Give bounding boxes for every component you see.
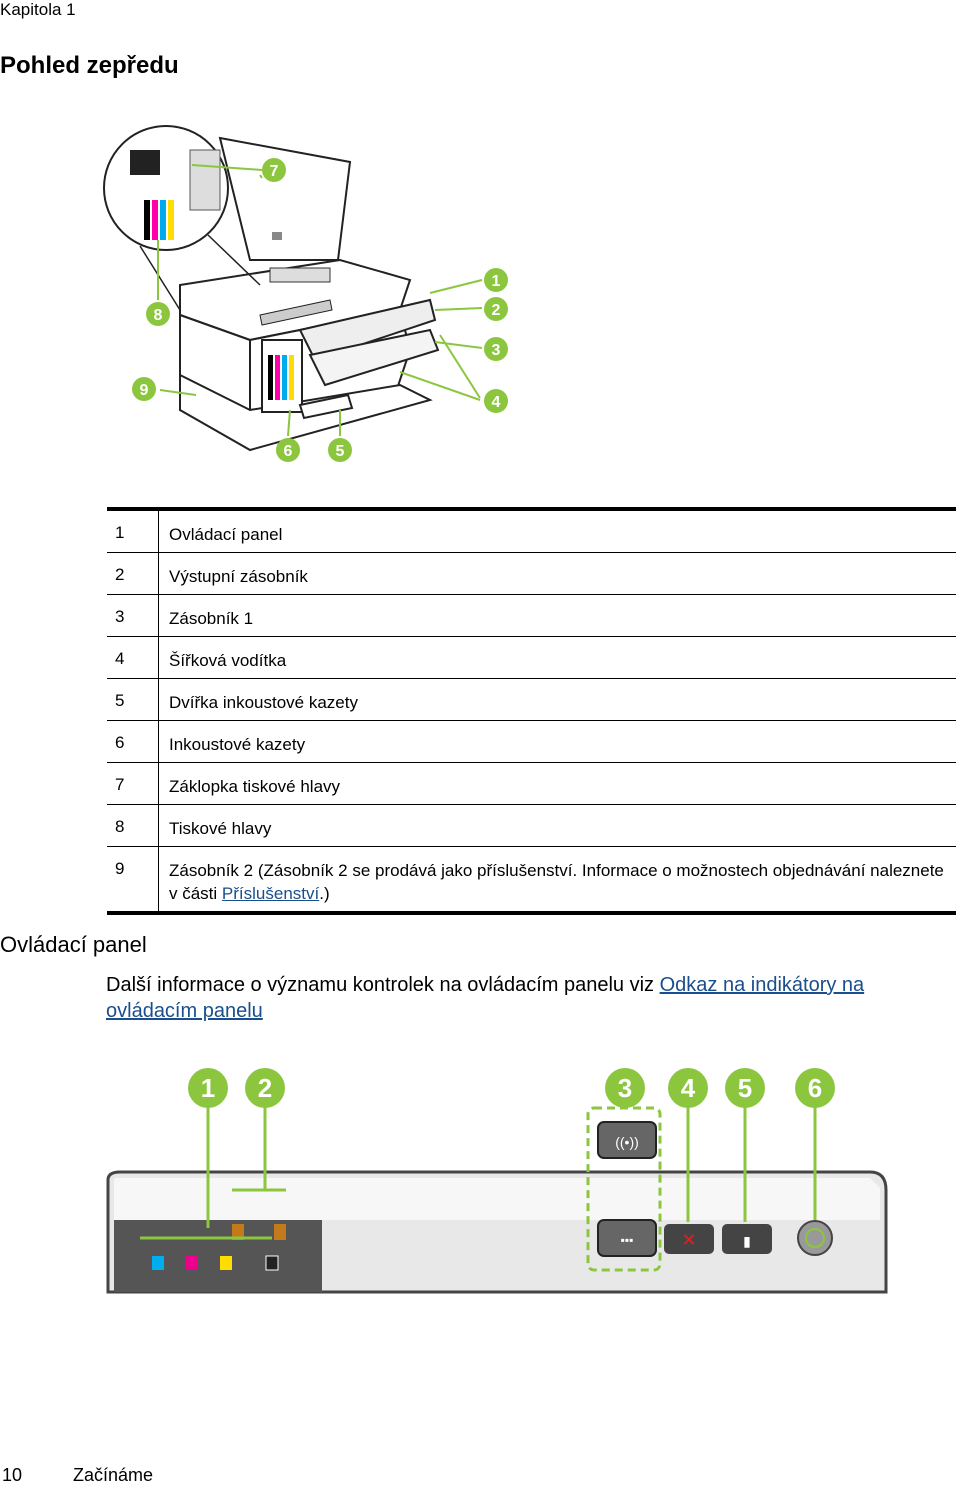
- page-number: 10: [2, 1465, 23, 1485]
- table-row: 1 Ovládací panel: [107, 511, 956, 553]
- part-number: 9: [107, 847, 159, 911]
- part-number: 7: [107, 763, 159, 804]
- front-callout-9: 9: [140, 382, 149, 399]
- part-number: 8: [107, 805, 159, 846]
- part-label: Zásobník 1: [169, 609, 254, 628]
- front-view-heading: Pohled zepředu: [0, 52, 179, 79]
- part-label-suffix: .): [319, 884, 330, 903]
- control-panel-illustration: ((•)) ▪▪▪ ✕ ▮ 1 2 3 4 5 6: [106, 1068, 888, 1294]
- printer-front-illustration: 7 1 2 3 4 5 6 8 9: [103, 125, 508, 462]
- part-number: 4: [107, 637, 159, 678]
- table-row: 7 Záklopka tiskové hlavy: [107, 763, 956, 805]
- panel-callout-5: 5: [738, 1073, 752, 1103]
- part-number: 3: [107, 595, 159, 636]
- part-label: Šířková vodítka: [169, 651, 287, 670]
- front-callout-2: 2: [492, 302, 501, 319]
- part-label: Záklopka tiskové hlavy: [169, 777, 341, 796]
- front-callout-7: 7: [270, 163, 279, 180]
- ink-status-icons: [152, 1224, 286, 1271]
- part-number: 1: [107, 511, 159, 552]
- part-label: Ovládací panel: [169, 525, 283, 544]
- control-panel-heading: Ovládací panel: [0, 932, 147, 957]
- table-row: 5 Dvířka inkoustové kazety: [107, 679, 956, 721]
- table-row: 8 Tiskové hlavy: [107, 805, 956, 847]
- panel-callout-2: 2: [258, 1073, 272, 1103]
- table-row: 2 Výstupní zásobník: [107, 553, 956, 595]
- front-callout-8: 8: [154, 307, 163, 324]
- front-callout-6: 6: [284, 443, 293, 460]
- front-callout-3: 3: [492, 342, 501, 359]
- part-number: 6: [107, 721, 159, 762]
- table-row: 3 Zásobník 1: [107, 595, 956, 637]
- part-number: 5: [107, 679, 159, 720]
- table-row: 6 Inkoustové kazety: [107, 721, 956, 763]
- part-label: Dvířka inkoustové kazety: [169, 693, 358, 712]
- table-row: 4 Šířková vodítka: [107, 637, 956, 679]
- resume-icon: ▮: [743, 1233, 751, 1249]
- intro-text: Další informace o významu kontrolek na o…: [106, 974, 660, 996]
- cancel-icon: ✕: [681, 1230, 696, 1250]
- panel-callout-1: 1: [201, 1073, 215, 1103]
- part-number: 2: [107, 553, 159, 594]
- network-icon: ▪▪▪: [621, 1233, 634, 1247]
- panel-callout-4: 4: [681, 1073, 696, 1103]
- panel-callout-6: 6: [808, 1073, 822, 1103]
- part-label: Inkoustové kazety: [169, 735, 306, 754]
- front-callout-5: 5: [336, 443, 345, 460]
- footer-section: Začínáme: [73, 1465, 154, 1485]
- front-callout-4: 4: [492, 394, 501, 411]
- chapter-header: Kapitola 1: [0, 0, 76, 19]
- front-callout-1: 1: [492, 273, 501, 290]
- part-label: Tiskové hlavy: [169, 819, 272, 838]
- panel-callout-3: 3: [618, 1073, 632, 1103]
- control-panel-intro: Další informace o významu kontrolek na o…: [106, 972, 956, 1024]
- accessories-link[interactable]: Příslušenství: [221, 884, 320, 903]
- part-label: Výstupní zásobník: [169, 567, 308, 586]
- table-row: 9 Zásobník 2 (Zásobník 2 se prodává jako…: [107, 847, 956, 915]
- wireless-icon: ((•)): [615, 1134, 639, 1150]
- part-label: Zásobník 2 (Zásobník 2 se prodává jako p…: [159, 847, 956, 911]
- indicators-reference-link[interactable]: Odkaz na indikátory na ovládacím panelu: [106, 974, 865, 1022]
- part-label-text: Zásobník 2 (Zásobník 2 se prodává jako p…: [169, 861, 944, 903]
